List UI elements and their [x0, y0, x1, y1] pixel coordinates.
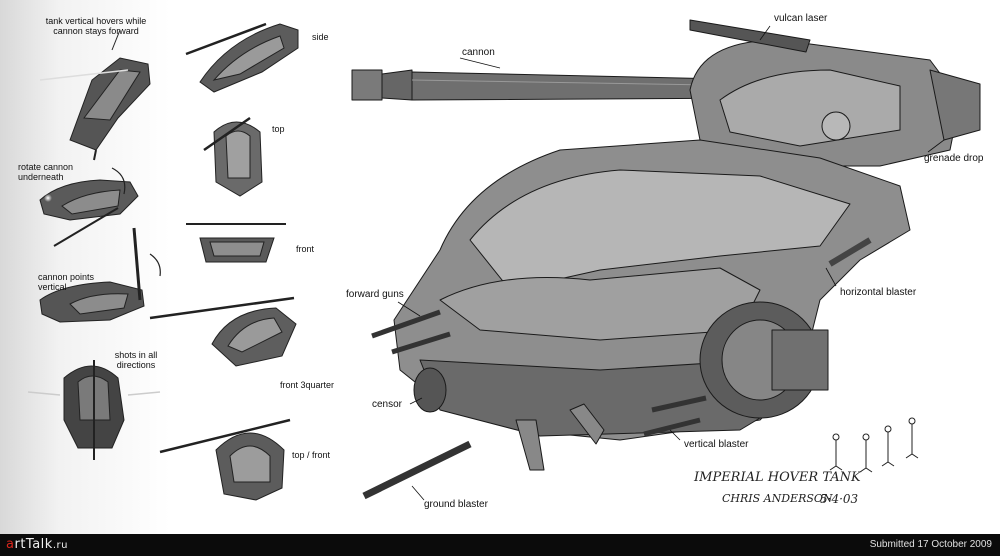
footer-bar: artTalk.ru Submitted 17 October 2009 [0, 534, 1000, 556]
label-top: top [272, 124, 285, 134]
label-cannon-points: cannon points vertical [38, 272, 95, 292]
sketch-shots-all-directions [27, 360, 161, 460]
logo-word: rtTalk [14, 537, 53, 552]
label-cannon: cannon [462, 47, 495, 58]
scale-figures [829, 417, 919, 473]
label-top-front: top / front [292, 450, 331, 460]
sketch-front [186, 223, 286, 263]
sketch-top [203, 116, 263, 197]
logo-tld: .ru [52, 540, 68, 551]
signature-date: 5·4·03 [820, 492, 859, 506]
signature-title: IMPERIAL HOVER TANK [694, 470, 861, 485]
label-vulcan-laser: vulcan laser [774, 13, 828, 24]
label-ground-blaster: ground blaster [424, 499, 488, 510]
sketch-front-3quarter [149, 296, 297, 367]
label-side: side [312, 32, 329, 42]
arttalk-logo[interactable]: artTalk.ru [6, 537, 68, 552]
label-leaders [397, 25, 945, 501]
submitted-date: Submitted 17 October 2009 [869, 539, 992, 550]
label-front-3quarter: front 3quarter [280, 380, 335, 390]
label-horizontal-blaster: horizontal blaster [840, 287, 917, 298]
label-rotate-cannon: rotate cannon underneath [18, 162, 74, 182]
label-forward-guns: forward guns [346, 289, 404, 300]
tank-concept-art [0, 0, 981, 534]
logo-letter-a: a [6, 537, 15, 552]
sketch-rotate-cannon [39, 167, 139, 247]
label-tank-hover: tank vertical hovers while cannon stays … [45, 16, 147, 36]
label-shots-all: shots in all directions [114, 350, 158, 370]
label-vertical-blaster: vertical blaster [684, 439, 749, 450]
label-censor: censor [372, 399, 403, 410]
sketch-top-front [159, 418, 291, 501]
sketch-hover-cannon-forward [39, 29, 151, 161]
signature-artist: CHRIS ANDERSON [722, 492, 833, 505]
label-grenade-drop: grenade drop [924, 153, 984, 164]
main-tank [351, 19, 981, 500]
label-front: front [296, 244, 315, 254]
sketch-cannon-vertical [39, 227, 161, 323]
sketch-side [185, 22, 299, 93]
